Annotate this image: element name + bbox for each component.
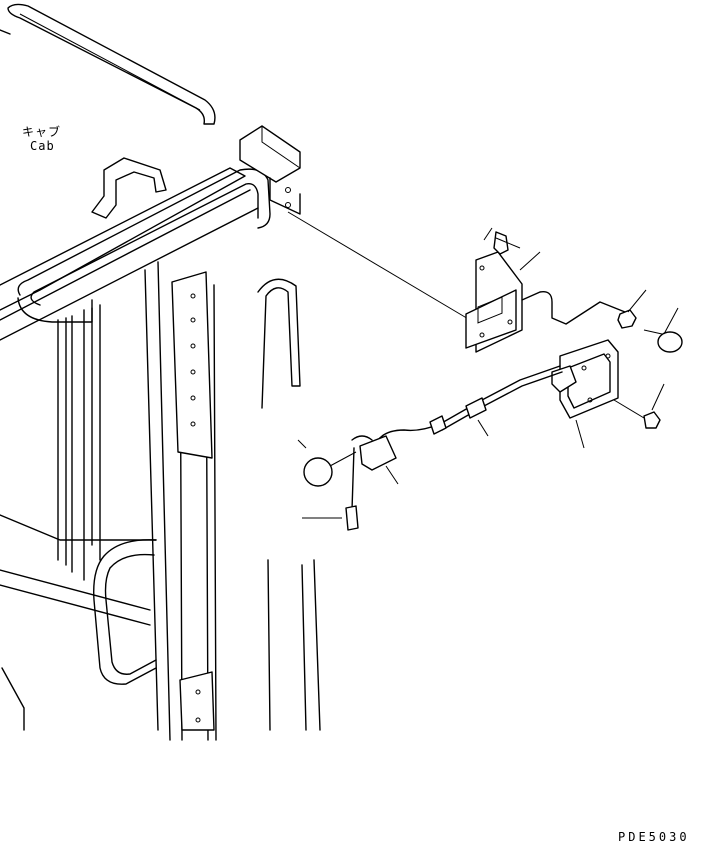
cab-label-jp: キャブ: [22, 124, 61, 139]
cab-structure: [0, 3, 321, 741]
cable-assembly: [287, 211, 683, 531]
leader-lines: [297, 227, 679, 519]
cab-label-en: Cab: [30, 139, 55, 153]
drawing-code: PDE5030: [618, 830, 690, 844]
